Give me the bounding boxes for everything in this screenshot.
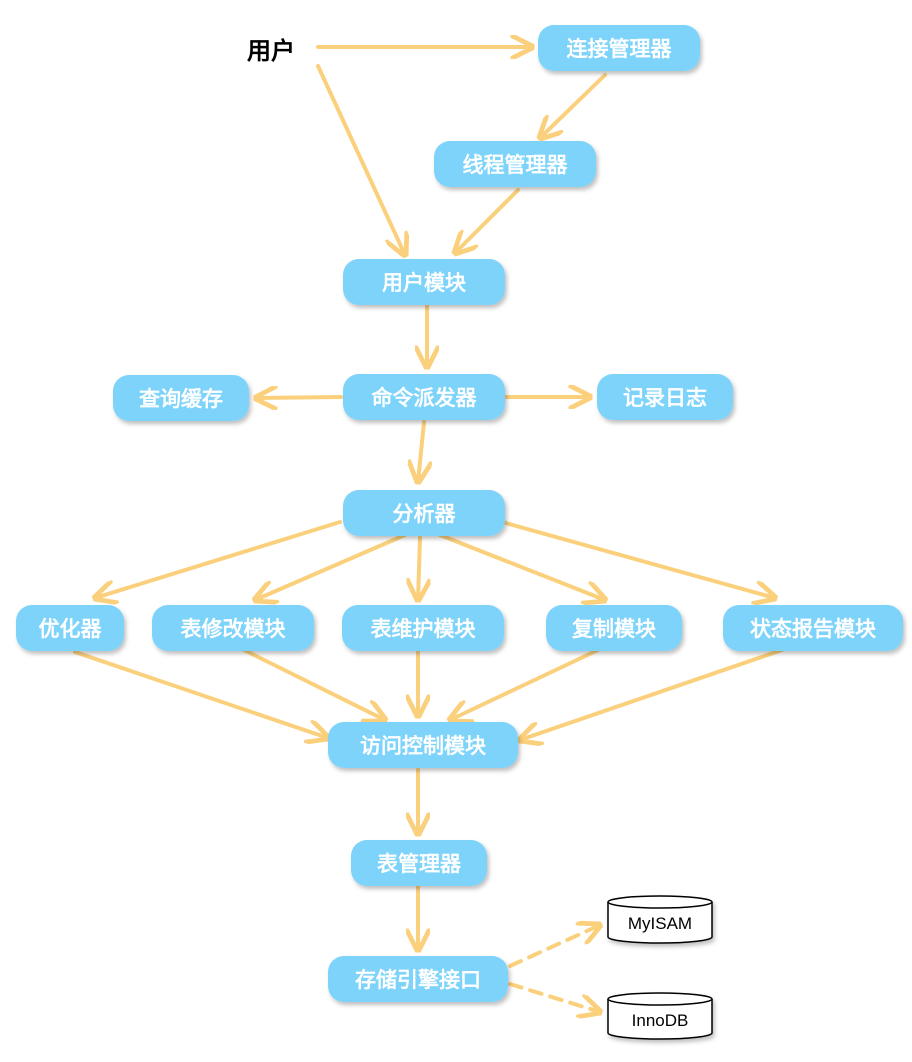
arrow-connection-to-thread-manager: [540, 73, 607, 138]
arrow-parser-to-status-report: [500, 520, 775, 598]
arrow-thread-to-user-module: [455, 188, 520, 253]
user-label: 用户: [247, 37, 295, 65]
node-table-manager: 表管理器: [351, 840, 487, 886]
arrow-table-modify-to-access-control: [238, 646, 385, 720]
node-label: 复制模块: [571, 617, 657, 641]
node-table-maintenance-module: 表维护模块: [342, 605, 504, 651]
arrow-parser-to-table-maintenance: [418, 536, 420, 600]
node-replication-module: 复制模块: [546, 605, 682, 651]
node-table-modify-module: 表修改模块: [152, 605, 314, 651]
node-label: 记录日志: [623, 386, 707, 410]
node-label: 命令派发器: [372, 386, 478, 410]
node-query-cache: 查询缓存: [113, 375, 249, 421]
db-label-myisam: MyISAM: [628, 914, 692, 933]
node-access-control-module: 访问控制模块: [328, 722, 518, 768]
node-label: 存储引擎接口: [355, 968, 481, 992]
arrow-optimizer-to-access-control: [73, 650, 328, 738]
arrow-storage-to-innodb: [508, 982, 600, 1012]
node-user-module: 用户模块: [343, 259, 505, 305]
node-label: 优化器: [39, 617, 103, 641]
node-optimizer: 优化器: [16, 605, 124, 651]
arrow-storage-to-myisam: [508, 925, 600, 968]
node-status-report-module: 状态报告模块: [723, 605, 903, 651]
node-label: 表维护模块: [371, 617, 477, 641]
node-connection-manager: 连接管理器: [538, 25, 700, 71]
arrow-replication-to-access-control: [450, 648, 600, 720]
node-parser: 分析器: [343, 490, 505, 536]
arrow-status-report-to-access-control: [520, 648, 784, 740]
node-command-dispatcher: 命令派发器: [343, 374, 505, 420]
node-label: 查询缓存: [139, 387, 223, 411]
arrow-dispatcher-to-query-cache: [256, 397, 343, 398]
node-storage-engine-interface: 存储引擎接口: [328, 956, 508, 1002]
arrow-dispatcher-to-parser: [418, 420, 424, 482]
arrow-parser-to-optimizer: [95, 520, 342, 598]
node-label: 状态报告模块: [750, 617, 877, 641]
node-label: 连接管理器: [567, 37, 673, 61]
db-label-innodb: InnoDB: [632, 1011, 689, 1030]
node-label: 表管理器: [377, 852, 462, 876]
arrow-parser-to-table-modify: [255, 533, 407, 600]
node-thread-manager: 线程管理器: [434, 141, 596, 187]
node-label: 访问控制模块: [360, 734, 487, 758]
arrow-parser-to-replication: [438, 533, 605, 600]
db-myisam-cylinder-icon: MyISAM: [607, 895, 713, 944]
db-innodb-cylinder-icon: InnoDB: [607, 992, 713, 1040]
arrows: [73, 47, 784, 1012]
node-logging: 记录日志: [597, 374, 733, 420]
arrow-user-to-user-module: [316, 64, 405, 255]
node-label: 用户模块: [382, 271, 467, 295]
node-label: 表修改模块: [181, 617, 287, 641]
node-label: 线程管理器: [463, 153, 569, 177]
node-label: 分析器: [393, 502, 457, 526]
